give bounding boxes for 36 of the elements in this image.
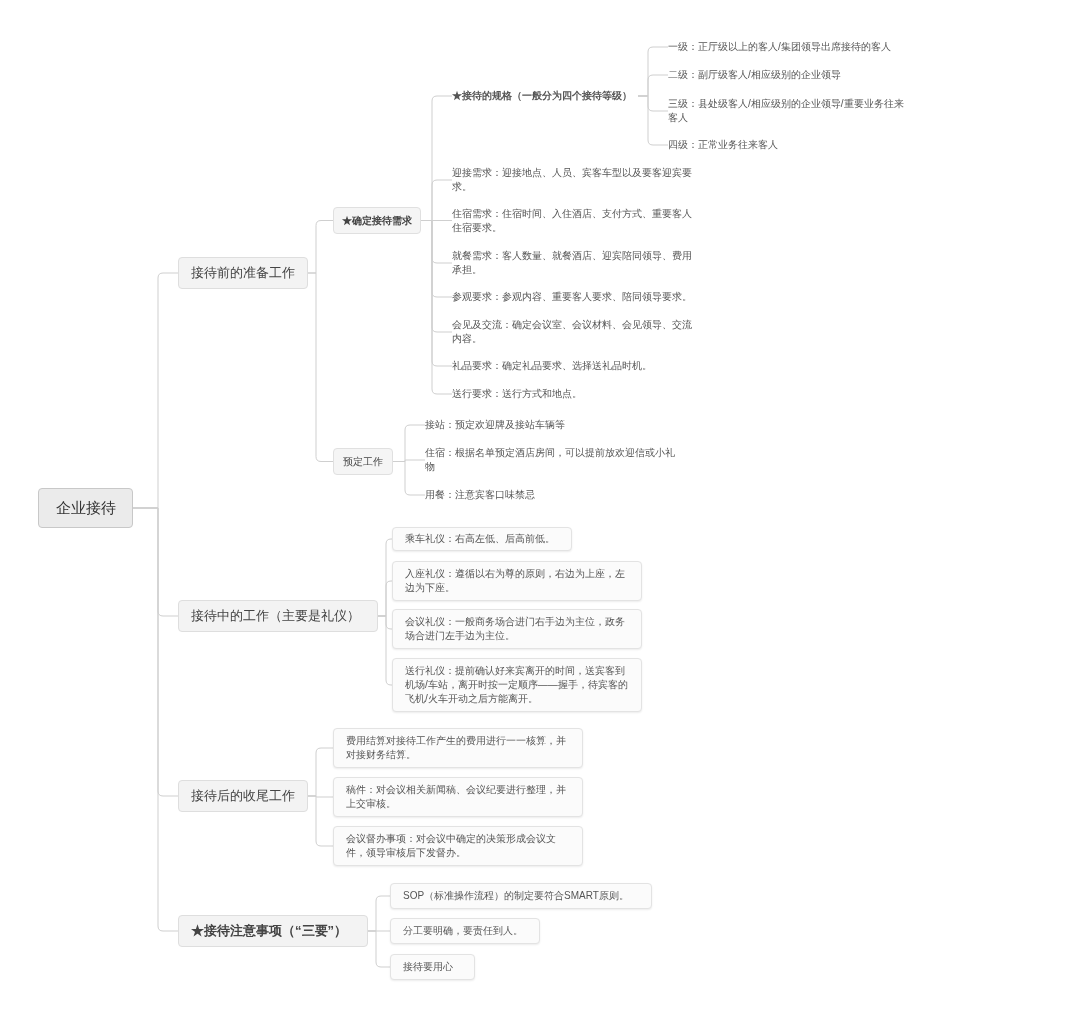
- topic-card: 入座礼仪：遵循以右为尊的原则，右边为上座，左边为下座。: [392, 561, 642, 601]
- topic-text: 送行要求：送行方式和地点。: [452, 385, 702, 403]
- topic-text: 四级：正常业务往来客人: [668, 136, 918, 154]
- topic-text: 接站：预定欢迎牌及接站车辆等: [425, 416, 675, 434]
- topic-text: 住宿：根据名单预定酒店房间，可以提前放欢迎信或小礼物: [425, 444, 675, 476]
- topic-card: 稿件：对会议相关新闻稿、会议纪要进行整理，并上交审核。: [333, 777, 583, 817]
- topic-text: 迎接需求：迎接地点、人员、宾客车型以及要客迎宾要求。: [452, 164, 692, 196]
- connector-line: [420, 220, 453, 395]
- topic-card: 会议礼仪：一般商务场合进门右手边为主位，政务场合进门左手边为主位。: [392, 609, 642, 649]
- connector-line: [307, 272, 334, 462]
- topic-text: 住宿需求：住宿时间、入住酒店、支付方式、重要客人住宿要求。: [452, 205, 692, 237]
- subtopic-box: 预定工作: [333, 448, 393, 475]
- connector-line: [307, 795, 334, 847]
- branch-topic-box: 接待中的工作（主要是礼仪）: [178, 600, 378, 632]
- topic-card: 费用结算对接待工作产生的费用进行一一核算，并对接财务结算。: [333, 728, 583, 768]
- topic-text: 二级：副厅级客人/相应级别的企业领导: [668, 66, 918, 84]
- topic-card: 分工要明确，要责任到人。: [390, 918, 540, 944]
- topic-text: 会见及交流：确定会议室、会议材料、会见领导、交流内容。: [452, 316, 692, 348]
- subtopic-box: ★确定接待需求: [333, 207, 421, 234]
- topic-text: 用餐：注意宾客口味禁忌: [425, 486, 675, 504]
- branch-topic-box: 接待后的收尾工作: [178, 780, 308, 812]
- topic-card: 乘车礼仪：右高左低、后高前低。: [392, 527, 572, 551]
- topic-card: 接待要用心: [390, 954, 475, 980]
- topic-text: 礼品要求：确定礼品要求、选择送礼品时机。: [452, 357, 702, 375]
- topic-text: 一级：正厅级以上的客人/集团领导出席接待的客人: [668, 38, 918, 56]
- topic-card: SOP（标准操作流程）的制定要符合SMART原则。: [390, 883, 652, 909]
- topic-text: ★接待的规格（一般分为四个接待等级）: [452, 86, 638, 106]
- topic-text: 三级：县处级客人/相应级别的企业领导/重要业务往来客人: [668, 94, 908, 128]
- branch-topic-box: ★接待注意事项（“三要”）: [178, 915, 368, 947]
- topic-text: 就餐需求：客人数量、就餐酒店、迎宾陪同领导、费用承担。: [452, 247, 692, 279]
- topic-text: 参观要求：参观内容、重要客人要求、陪同领导要求。: [452, 288, 702, 306]
- topic-card: 会议督办事项：对会议中确定的决策形成会议文件，领导审核后下发督办。: [333, 826, 583, 866]
- root-topic-box: 企业接待: [38, 488, 133, 528]
- topic-card: 送行礼仪：提前确认好来宾离开的时间，送宾客到机场/车站，离开时按一定顺序——握手，待宾客的飞机/火车开动之后方能离开。: [392, 658, 642, 712]
- branch-topic-box: 接待前的准备工作: [178, 257, 308, 289]
- connector-line: [367, 930, 391, 968]
